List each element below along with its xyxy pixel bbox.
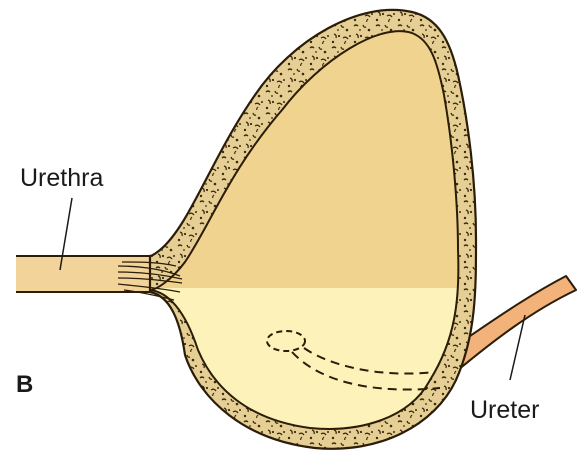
ureteric-orifice [267, 331, 305, 351]
ureter-label: Ureter [470, 396, 539, 424]
urethra-label: Urethra [20, 164, 103, 192]
panel-letter: B [16, 371, 33, 398]
